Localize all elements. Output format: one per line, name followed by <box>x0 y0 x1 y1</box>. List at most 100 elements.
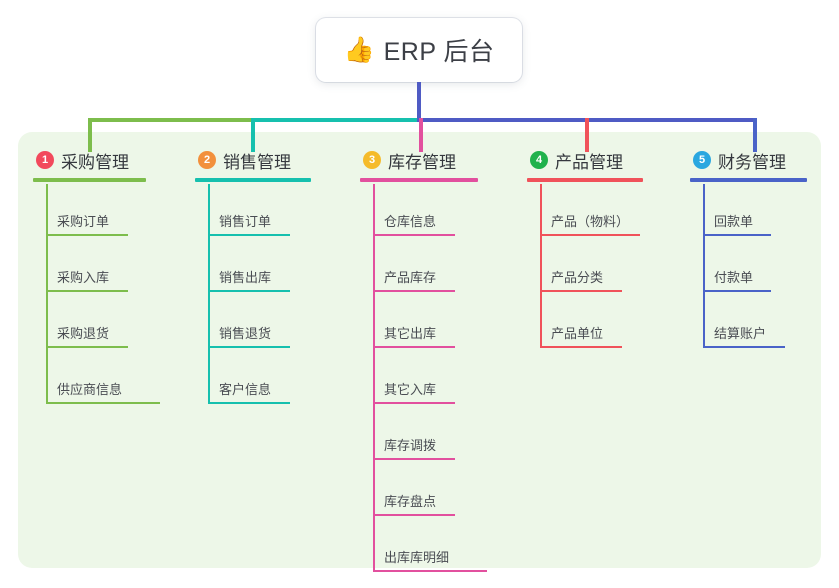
bus-segment-left <box>88 118 255 122</box>
branch-item-rule <box>540 234 640 236</box>
branch-item-label: 付款单 <box>714 270 754 285</box>
branch-item[interactable]: 出库库明细 <box>360 520 487 576</box>
branch-drop-connector-3 <box>419 118 423 152</box>
branch-item[interactable]: 结算账户 <box>690 296 786 352</box>
branch-item[interactable]: 供应商信息 <box>33 352 160 408</box>
branch-item-rule <box>373 346 455 348</box>
branch-title-4: 产品管理 <box>555 152 623 172</box>
branch-item-label: 销售退货 <box>219 326 272 341</box>
branch-column-4: 4 产品管理产品（物料） 产品分类产品单位 <box>527 148 643 352</box>
branch-item-rule <box>208 402 290 404</box>
branch-item[interactable]: 其它入库 <box>360 352 456 408</box>
branch-item-rule <box>373 458 455 460</box>
branch-item-rule <box>373 290 455 292</box>
branch-item-rule <box>703 346 785 348</box>
branch-item-rule <box>46 290 128 292</box>
branch-item-rule <box>703 234 771 236</box>
branch-item[interactable]: 客户信息 <box>195 352 291 408</box>
branch-item[interactable]: 产品单位 <box>527 296 623 352</box>
branch-item[interactable]: 付款单 <box>690 240 786 296</box>
branch-item[interactable]: 仓库信息 <box>360 184 456 240</box>
branch-item-rule <box>46 234 128 236</box>
branch-item[interactable]: 回款单 <box>690 184 786 240</box>
branch-column-2: 2 销售管理销售订单销售出库销售退货客户信息 <box>195 148 311 408</box>
branch-item-label: 客户信息 <box>219 382 272 397</box>
branch-item-label: 供应商信息 <box>57 382 123 397</box>
branch-number-badge-3: 3 <box>363 151 381 169</box>
branch-item-label: 库存调拨 <box>384 438 437 453</box>
branch-item[interactable]: 销售出库 <box>195 240 291 296</box>
branch-item[interactable]: 产品分类 <box>527 240 623 296</box>
branch-item[interactable]: 销售退货 <box>195 296 291 352</box>
branch-drop-connector-5 <box>753 118 757 152</box>
branch-item-rule <box>373 234 455 236</box>
branch-drop-connector-2 <box>251 118 255 152</box>
branch-item-rule <box>373 514 455 516</box>
branch-item-label: 采购入库 <box>57 270 110 285</box>
branch-item-rule <box>373 402 455 404</box>
branch-item-label: 仓库信息 <box>384 214 437 229</box>
branch-item-label: 出库库明细 <box>384 550 450 565</box>
branch-item-rule <box>46 402 160 404</box>
branch-items-2: 销售订单销售出库销售退货客户信息 <box>195 184 291 408</box>
branch-title-5: 财务管理 <box>718 152 786 172</box>
branch-item-label: 销售订单 <box>219 214 272 229</box>
branch-header-2[interactable]: 2 销售管理 <box>195 148 311 182</box>
branch-item-rule <box>46 346 128 348</box>
branch-item[interactable]: 销售订单 <box>195 184 291 240</box>
diagram-background-panel <box>18 132 821 568</box>
branch-item-rule <box>540 290 622 292</box>
branch-title-1: 采购管理 <box>61 152 129 172</box>
branch-column-1: 1 采购管理采购订单采购入库采购退货供应商信息 <box>33 148 160 408</box>
branch-drop-connector-1 <box>88 118 92 152</box>
branch-spine-5 <box>703 184 705 348</box>
branch-header-4[interactable]: 4 产品管理 <box>527 148 643 182</box>
branch-item-label: 产品（物料） <box>551 214 630 229</box>
branch-header-rule-1 <box>33 178 146 182</box>
branch-items-5: 回款单付款单结算账户 <box>690 184 786 352</box>
branch-item[interactable]: 库存盘点 <box>360 464 456 520</box>
branch-item-label: 产品库存 <box>384 270 437 285</box>
branch-header-rule-4 <box>527 178 643 182</box>
branch-item[interactable]: 采购退货 <box>33 296 129 352</box>
bus-segment-middle <box>251 118 421 122</box>
branch-item[interactable]: 采购订单 <box>33 184 129 240</box>
branch-item-label: 销售出库 <box>219 270 272 285</box>
root-node-title: ERP 后台 <box>383 38 495 66</box>
branch-item[interactable]: 库存调拨 <box>360 408 456 464</box>
branch-item-label: 产品单位 <box>551 326 604 341</box>
branch-header-rule-5 <box>690 178 807 182</box>
branch-number-badge-2: 2 <box>198 151 216 169</box>
branch-number-badge-4: 4 <box>530 151 548 169</box>
branch-title-2: 销售管理 <box>223 152 291 172</box>
root-stem-connector <box>417 82 421 122</box>
branch-item-rule <box>540 346 622 348</box>
branch-item-label: 其它出库 <box>384 326 437 341</box>
branch-item[interactable]: 产品库存 <box>360 240 456 296</box>
branch-drop-connector-4 <box>585 118 589 152</box>
branch-item-rule <box>208 346 290 348</box>
branch-header-1[interactable]: 1 采购管理 <box>33 148 146 182</box>
thumbs-up-icon: 👍 <box>343 35 375 64</box>
branch-header-rule-2 <box>195 178 311 182</box>
branch-item-label: 采购退货 <box>57 326 110 341</box>
branch-spine-1 <box>46 184 48 404</box>
branch-item-rule <box>208 234 290 236</box>
branch-item[interactable]: 其它出库 <box>360 296 456 352</box>
branch-item[interactable]: 产品（物料） <box>527 184 640 240</box>
branch-item[interactable]: 采购入库 <box>33 240 129 296</box>
branch-items-3: 仓库信息产品库存其它出库其它入库库存调拨库存盘点出库库明细 <box>360 184 487 576</box>
branch-item-label: 回款单 <box>714 214 754 229</box>
branch-items-1: 采购订单采购入库采购退货供应商信息 <box>33 184 160 408</box>
branch-item-label: 结算账户 <box>714 326 767 341</box>
branch-spine-2 <box>208 184 210 404</box>
branch-item-rule <box>208 290 290 292</box>
branch-item-label: 其它入库 <box>384 382 437 397</box>
branch-number-badge-1: 1 <box>36 151 54 169</box>
root-node-erp-backend[interactable]: 👍 ERP 后台 <box>316 18 522 82</box>
